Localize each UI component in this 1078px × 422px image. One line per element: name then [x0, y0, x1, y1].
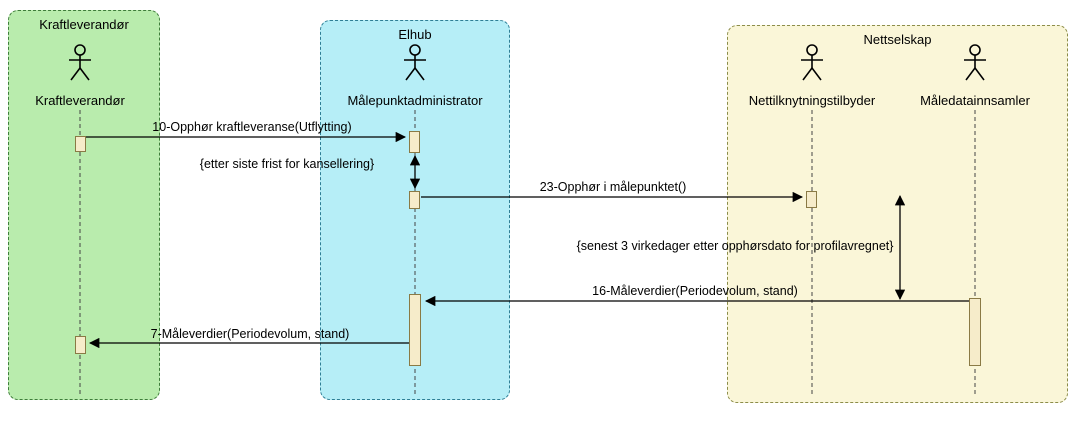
lane-title-kraftleverandor: Kraftleverandør — [39, 17, 129, 32]
constraint-label-kansellering: {etter siste frist for kansellering} — [199, 157, 375, 171]
message-label-10-opphor-kraftleveranse: 10-Opphør kraftleveranse(Utflytting) — [152, 120, 352, 134]
actor-label-maledatainnsamler: Måledatainnsamler — [920, 93, 1030, 108]
message-label-23-opphor-malepunkt: 23-Opphør i målepunktet() — [539, 180, 687, 194]
message-label-16-maleverdier: 16-Måleverdier(Periodevolum, stand) — [592, 284, 798, 298]
activation-nettilknytningstilbyder — [806, 191, 817, 208]
actor-label-nettilknytningstilbyder: Nettilknytningstilbyder — [748, 93, 876, 108]
activation-maledatainnsamler — [969, 298, 981, 366]
actor-malepunktadministrator-icon — [403, 44, 427, 81]
actor-maledatainnsamler-icon — [963, 44, 987, 81]
lane-kraftleverandor: Kraftleverandør — [8, 10, 160, 400]
actor-label-kraftleverandor: Kraftleverandør — [35, 93, 125, 108]
actor-nettilknytningstilbyder-icon — [800, 44, 824, 81]
activation-mpa-1 — [409, 131, 420, 153]
actor-label-malepunktadministrator: Målepunktadministrator — [347, 93, 483, 108]
constraint-label-virkedager: {senest 3 virkedager etter opphørsdato f… — [576, 239, 894, 253]
lane-title-elhub: Elhub — [398, 27, 432, 42]
message-label-7-maleverdier: 7-Måleverdier(Periodevolum, stand) — [150, 327, 350, 341]
actor-kraftleverandor-icon — [68, 44, 92, 81]
activation-mpa-2 — [409, 191, 420, 209]
activation-kraftleverandor-2 — [75, 336, 86, 354]
activation-kraftleverandor-1 — [75, 136, 86, 152]
activation-mpa-3 — [409, 294, 421, 366]
lane-title-nettselskap: Nettselskap — [863, 32, 932, 47]
